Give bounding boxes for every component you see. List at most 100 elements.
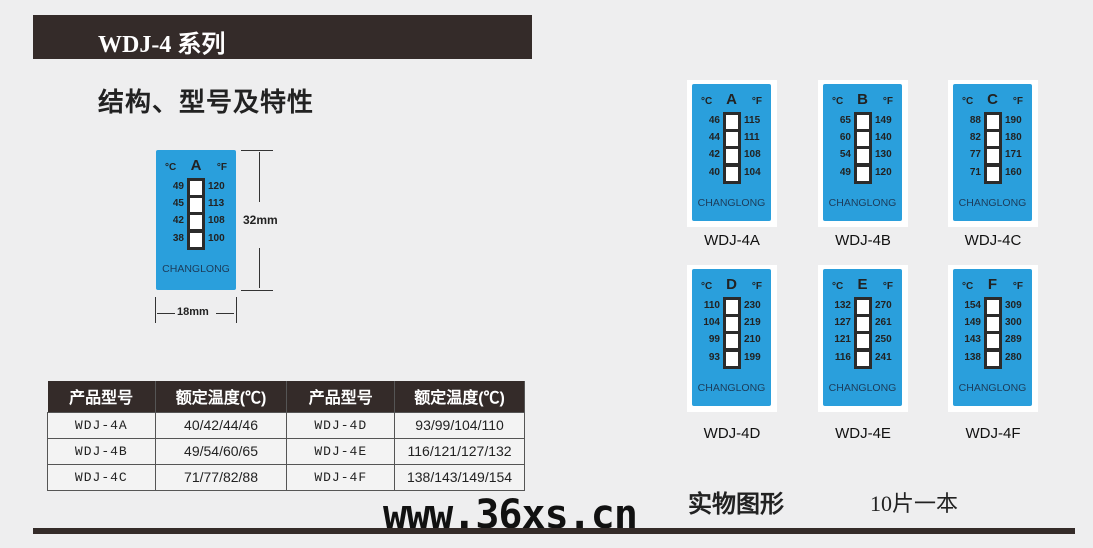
fahrenheit-unit: °F	[882, 96, 893, 107]
celsius-unit: °C	[701, 96, 713, 107]
fahrenheit-value: 289	[1005, 334, 1022, 346]
label-letter: B	[857, 91, 868, 108]
celsius-value: 99	[708, 334, 720, 346]
celsius-value: 82	[969, 132, 981, 144]
indicator-dot	[726, 115, 738, 129]
indicator-window	[723, 297, 741, 369]
indicator-dot	[726, 166, 738, 181]
celsius-value: 46	[708, 115, 720, 126]
label-letter: D	[726, 276, 737, 293]
celsius-value: 110	[703, 300, 720, 311]
height-dimension: 32mm	[243, 213, 278, 227]
indicator-dot	[987, 149, 999, 164]
product-name: WDJ-4E	[835, 425, 891, 442]
indicator-dot	[857, 149, 869, 164]
bottom-divider	[33, 528, 1075, 534]
indicator-dot	[987, 317, 999, 332]
fahrenheit-value: 100	[208, 232, 225, 244]
dimension-line	[236, 297, 237, 323]
indicator-dot	[987, 166, 999, 181]
indicator-dot	[726, 132, 738, 147]
section-subtitle: 结构、型号及特性	[98, 88, 315, 117]
brand-name: CHANGLONG	[828, 197, 897, 209]
fahrenheit-value: 149	[875, 115, 892, 126]
celsius-value: 143	[964, 334, 981, 346]
celsius-value: 88	[969, 115, 981, 126]
fahrenheit-value: 300	[1005, 317, 1022, 329]
fahrenheit-value: 115	[744, 115, 761, 126]
indicator-dot	[857, 115, 869, 129]
fahrenheit-unit: °F	[751, 96, 762, 107]
table-cell: 71/77/82/88	[154, 463, 288, 491]
product-name: WDJ-4D	[703, 425, 761, 442]
fahrenheit-value: 280	[1005, 351, 1022, 363]
fahrenheit-unit: °F	[751, 281, 762, 292]
celsius-value: 149	[964, 317, 981, 329]
table-cell: WDJ-4C	[47, 463, 156, 491]
brand-name: CHANGLONG	[958, 382, 1027, 394]
indicator-dot	[190, 215, 202, 230]
celsius-unit: °C	[832, 281, 844, 292]
width-dimension: 18mm	[177, 306, 209, 318]
dimension-arrow-down	[259, 248, 260, 288]
fahrenheit-value: 108	[744, 149, 761, 161]
celsius-value: 71	[969, 166, 981, 178]
indicator-window	[854, 112, 872, 184]
fahrenheit-value: 171	[1005, 149, 1022, 161]
brand-name: CHANGLONG	[162, 263, 230, 275]
celsius-value: 49	[839, 166, 851, 178]
label-letter: A	[726, 91, 737, 108]
product-name: WDJ-4B	[835, 232, 891, 249]
indicator-dot	[987, 351, 999, 366]
celsius-value: 38	[172, 232, 184, 244]
fahrenheit-value: 120	[208, 181, 225, 192]
table-cell: WDJ-4A	[47, 411, 156, 439]
celsius-value: 44	[708, 132, 720, 144]
dimension-line	[241, 290, 273, 291]
series-title: WDJ-4 系列	[98, 32, 226, 58]
celsius-value: 132	[834, 300, 851, 311]
indicator-window	[187, 178, 205, 250]
col-header: 额定温度(℃)	[155, 381, 288, 412]
fahrenheit-value: 108	[208, 215, 225, 227]
celsius-value: 154	[964, 300, 981, 311]
indicator-dot	[987, 132, 999, 147]
fahrenheit-value: 241	[875, 351, 892, 363]
celsius-value: 116	[834, 351, 851, 363]
brand-name: CHANGLONG	[958, 197, 1027, 209]
table-cell: WDJ-4D	[286, 411, 396, 439]
celsius-value: 60	[839, 132, 851, 144]
indicator-dot	[726, 300, 738, 314]
indicator-dot	[190, 181, 202, 195]
table-cell: 116/121/127/132	[394, 437, 525, 465]
product-name: WDJ-4C	[964, 232, 1022, 249]
celsius-unit: °C	[962, 281, 974, 292]
fahrenheit-value: 113	[208, 198, 225, 210]
indicator-window	[984, 297, 1002, 369]
indicator-dot	[857, 132, 869, 147]
dimension-line	[241, 150, 273, 151]
fahrenheit-unit: °F	[882, 281, 893, 292]
table-cell: WDJ-4E	[286, 437, 396, 465]
indicator-dot	[987, 300, 999, 314]
indicator-dot	[857, 334, 869, 349]
pack-info: 10片一本	[870, 491, 959, 516]
indicator-window	[854, 297, 872, 369]
indicator-dot	[987, 334, 999, 349]
fahrenheit-value: 309	[1005, 300, 1022, 311]
indicator-dot	[857, 166, 869, 181]
fahrenheit-value: 270	[875, 300, 892, 311]
fahrenheit-value: 180	[1005, 132, 1022, 144]
fahrenheit-value: 111	[744, 132, 760, 144]
indicator-dot	[726, 351, 738, 366]
table-cell: 40/42/44/46	[154, 411, 288, 439]
fahrenheit-value: 104	[744, 166, 761, 178]
indicator-dot	[857, 300, 869, 314]
